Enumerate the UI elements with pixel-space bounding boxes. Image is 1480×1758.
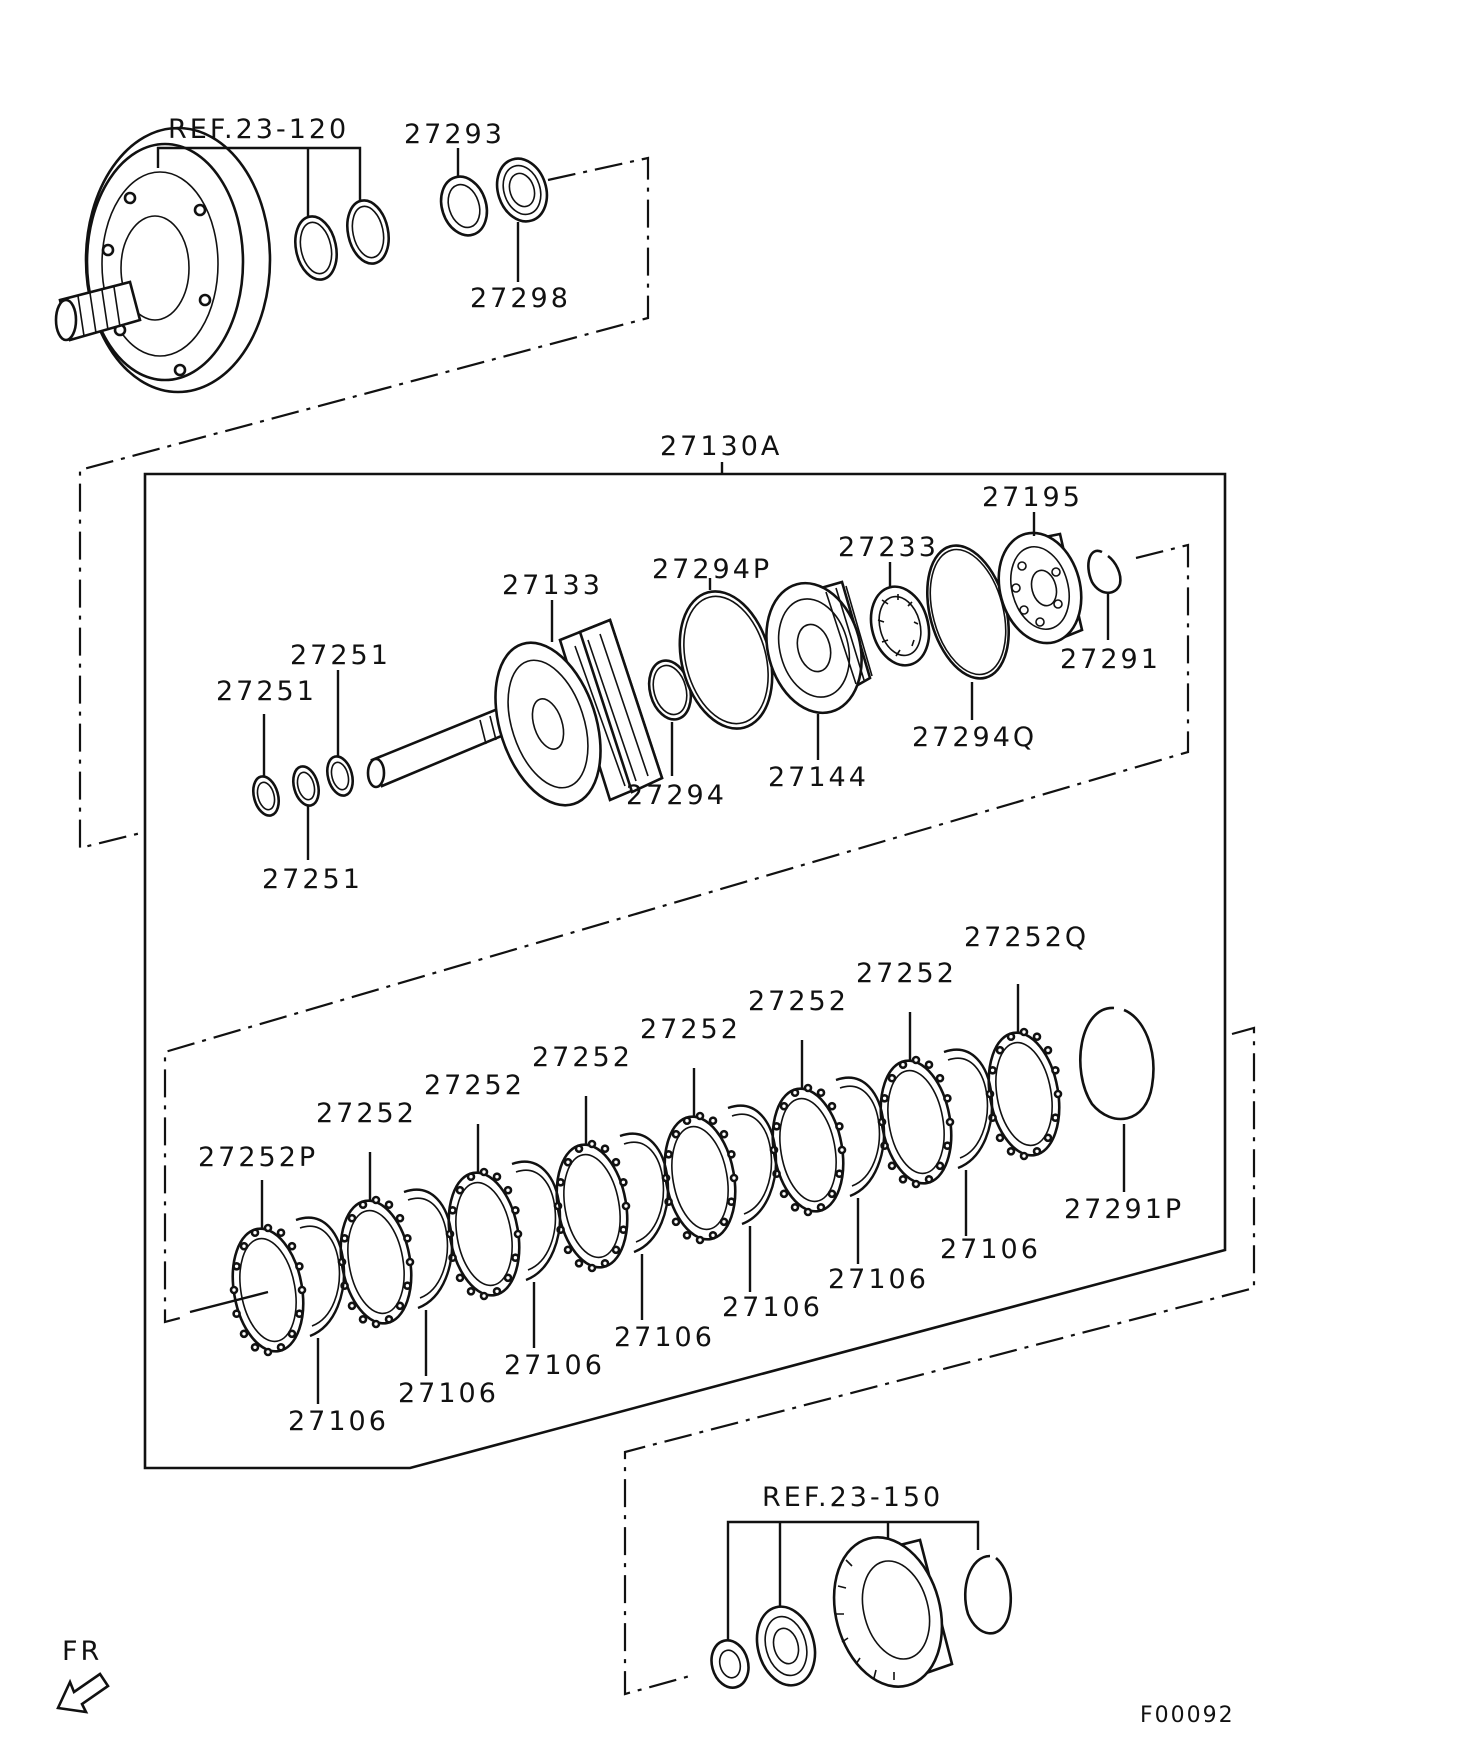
part-27195-label: 27195 bbox=[982, 482, 1083, 513]
part-27252-plate-2 bbox=[445, 1167, 523, 1301]
part-27298-label: 27298 bbox=[470, 283, 571, 314]
part-27252-plate-1 bbox=[337, 1195, 415, 1329]
part-27293-ring bbox=[439, 175, 489, 237]
oil-pump-seal-ring-2 bbox=[346, 199, 390, 265]
top-dashed-outline bbox=[78, 156, 650, 850]
part-27106-plate-5 bbox=[727, 1104, 778, 1226]
oil-pump-assembly bbox=[54, 126, 272, 394]
part-27106-plate-2 bbox=[403, 1188, 454, 1310]
part-27251-label-b: 27251 bbox=[290, 640, 391, 671]
part-27106-label-2: 27106 bbox=[398, 1378, 499, 1409]
part-27130a-label: 27130A bbox=[660, 431, 782, 462]
part-27251-label-c: 27251 bbox=[262, 864, 363, 895]
ref-23-150-label: REF.23-150 bbox=[762, 1482, 943, 1513]
part-27294-ring bbox=[647, 659, 693, 721]
part-27195-piston bbox=[997, 531, 1084, 645]
figure-code: F00092 bbox=[1140, 1703, 1235, 1728]
part-27106-label-5: 27106 bbox=[722, 1292, 823, 1323]
lower-dashed-outline bbox=[623, 1026, 1256, 1696]
part-27252-plate-6 bbox=[877, 1055, 955, 1189]
oil-pump-seal-ring-1 bbox=[294, 215, 338, 281]
part-27133-drum bbox=[366, 618, 664, 807]
part-27252-plate-5 bbox=[769, 1083, 847, 1217]
part-27252p-label: 27252P bbox=[198, 1142, 318, 1173]
clutch-pack-axis bbox=[189, 1290, 269, 1314]
part-27106-plate-7 bbox=[943, 1048, 994, 1170]
part-27252-label-4: 27252 bbox=[640, 1014, 741, 1045]
part-27294-label: 27294 bbox=[626, 780, 727, 811]
part-27106-plate-1 bbox=[295, 1216, 346, 1338]
part-27291p-snap-ring bbox=[1079, 1006, 1155, 1121]
part-27252-label-1: 27252 bbox=[316, 1098, 417, 1129]
part-27233-label: 27233 bbox=[838, 532, 939, 563]
part-27252-label-6: 27252 bbox=[856, 958, 957, 989]
front-direction-label: FR bbox=[62, 1636, 102, 1667]
part-27106-plate-4 bbox=[619, 1132, 670, 1254]
part-27251-label-a: 27251 bbox=[216, 676, 317, 707]
bottom-thrust-bearing bbox=[755, 1605, 817, 1687]
part-27252q-plate bbox=[985, 1027, 1063, 1161]
part-27106-plate-3 bbox=[511, 1160, 562, 1282]
part-27291p-label: 27291P bbox=[1064, 1194, 1184, 1225]
front-direction-arrow-icon bbox=[56, 1672, 110, 1714]
part-27252-label-2: 27252 bbox=[424, 1070, 525, 1101]
middle-dashed-outline bbox=[163, 543, 1190, 1324]
bottom-thrust-washer-small bbox=[710, 1639, 750, 1689]
part-27251-ring-1 bbox=[252, 775, 280, 817]
part-27251-ring-3 bbox=[326, 755, 354, 797]
part-27252p-plate bbox=[229, 1223, 307, 1357]
part-27291-snap-ring bbox=[1087, 549, 1122, 595]
part-27252-label-5: 27252 bbox=[748, 986, 849, 1017]
part-27294p-label: 27294P bbox=[652, 554, 772, 585]
clutch-pack bbox=[189, 984, 1063, 1404]
part-27106-label-4: 27106 bbox=[614, 1322, 715, 1353]
part-27293-label: 27293 bbox=[404, 119, 505, 150]
part-27144-label: 27144 bbox=[768, 762, 869, 793]
part-27251-ring-2 bbox=[292, 765, 320, 807]
ref-23-120-leader bbox=[156, 146, 362, 216]
assembly-27130a-box bbox=[143, 472, 1227, 1470]
part-27252-label-3: 27252 bbox=[532, 1042, 633, 1073]
ref-23-120-label: REF.23-120 bbox=[168, 114, 349, 145]
bottom-gear-carrier bbox=[832, 1536, 954, 1688]
part-27106-label-3: 27106 bbox=[504, 1350, 605, 1381]
part-27252-plate-3 bbox=[553, 1139, 631, 1273]
part-27294q-label: 27294Q bbox=[912, 722, 1037, 753]
bottom-snap-ring bbox=[963, 1554, 1012, 1635]
part-27106-plate-6 bbox=[835, 1076, 886, 1198]
part-27133-label: 27133 bbox=[502, 570, 603, 601]
part-27291-label: 27291 bbox=[1060, 644, 1161, 675]
part-27106-label-1: 27106 bbox=[288, 1406, 389, 1437]
part-27106-label-7: 27106 bbox=[940, 1234, 1041, 1265]
part-27233-clutch bbox=[869, 585, 931, 667]
part-27106-label-6: 27106 bbox=[828, 1264, 929, 1295]
part-27252q-label: 27252Q bbox=[964, 922, 1089, 953]
part-27298-bearing bbox=[495, 157, 549, 223]
part-27144-hub bbox=[765, 580, 873, 715]
part-27252-plate-4 bbox=[661, 1111, 739, 1245]
